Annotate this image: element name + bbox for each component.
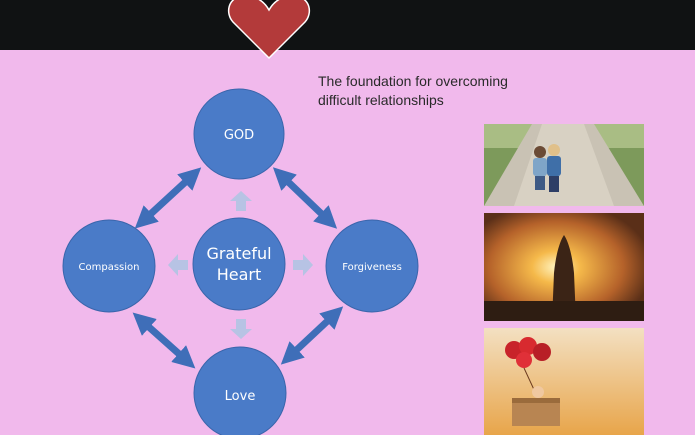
node-center-line2: Heart — [217, 265, 262, 284]
slide-title-line1: The foundation for overcoming — [318, 73, 508, 89]
arrow-god-forgiveness — [272, 167, 338, 229]
slide-title: The foundation for overcoming difficult … — [318, 72, 578, 110]
praying-hands-sunset-photo — [484, 213, 644, 321]
arrow-compassion-love — [132, 312, 196, 369]
node-god-label: GOD — [224, 128, 254, 143]
node-center: Grateful Heart — [192, 217, 286, 311]
inner-arrow-down — [230, 319, 252, 339]
inner-arrow-left — [168, 254, 188, 276]
arrow-god-compassion — [134, 167, 202, 229]
top-bar — [0, 0, 695, 50]
slide-title-line2: difficult relationships — [318, 92, 444, 108]
node-forgiveness: Forgiveness — [325, 219, 419, 313]
node-center-line1: Grateful — [206, 244, 271, 263]
node-forgiveness-label: Forgiveness — [342, 262, 402, 273]
balloons-box-photo — [484, 328, 644, 435]
children-walking-photo — [484, 124, 644, 206]
heart-icon — [227, 0, 311, 60]
node-love-label: Love — [225, 389, 256, 404]
node-compassion: Compassion — [62, 219, 156, 313]
node-love: Love — [193, 346, 287, 435]
node-god: GOD — [193, 88, 285, 180]
inner-arrow-up — [230, 191, 252, 211]
arrow-forgiveness-love — [280, 306, 344, 365]
inner-arrow-right — [293, 254, 313, 276]
node-compassion-label: Compassion — [79, 262, 140, 273]
